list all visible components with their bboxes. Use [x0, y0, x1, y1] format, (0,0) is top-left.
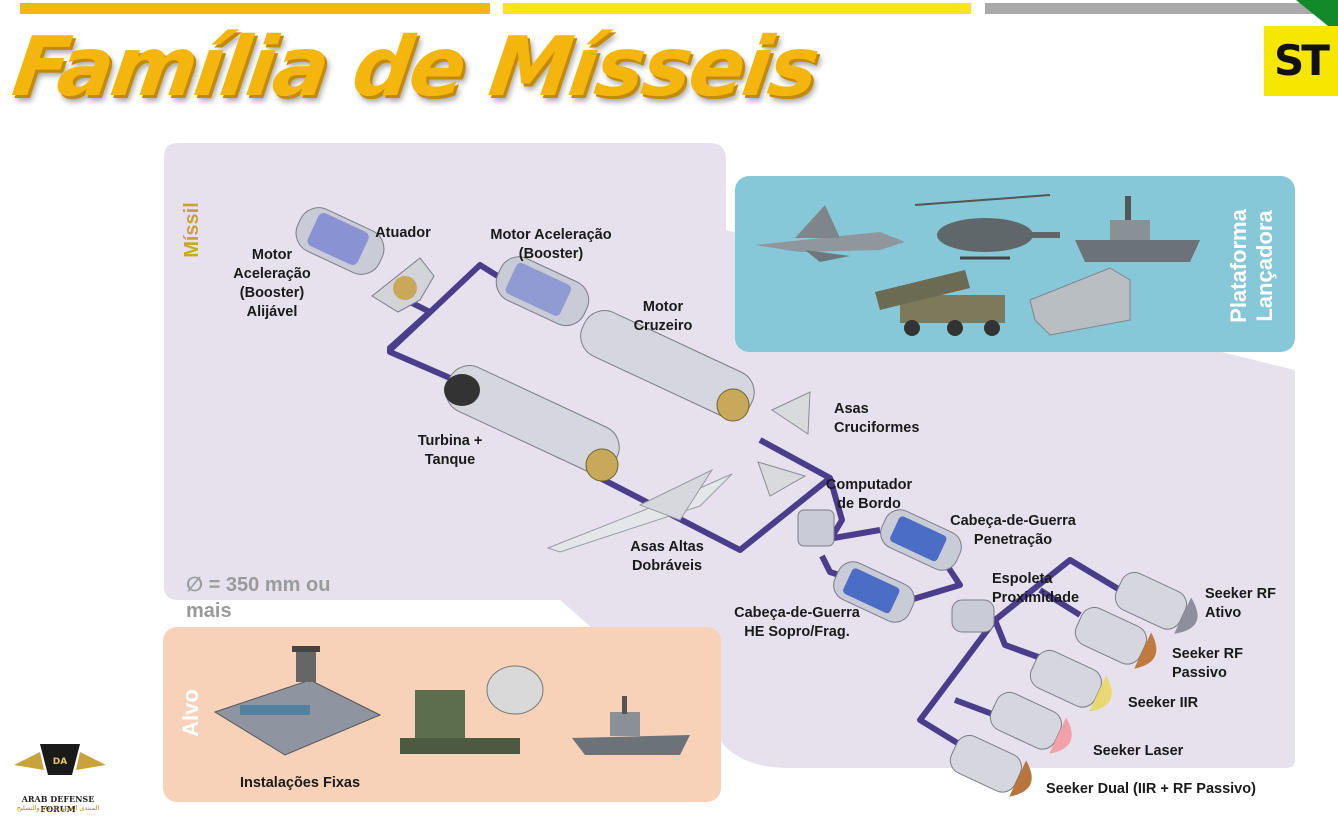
header-bar-orange [20, 3, 490, 14]
proximity-fuze-illustration [951, 599, 995, 633]
header-bar-yellow [503, 3, 971, 14]
booster-illustration [495, 256, 590, 327]
target-warship-icon [572, 696, 690, 755]
actuator-illustration [371, 257, 435, 313]
missile-launcher-pod-icon [1029, 267, 1131, 336]
radar-icon [400, 665, 544, 754]
label-booster: Motor Aceleração (Booster) [490, 227, 612, 262]
label-warhead-he: Cabeça-de-Guerra HE Sopro/Frag. [734, 605, 860, 640]
svg-text:DA: DA [53, 757, 67, 767]
cruciform-wings-illustration [757, 391, 811, 497]
label-seeker-dual: Seeker Dual (IIR + RF Passivo) [1046, 781, 1256, 797]
label-seeker-laser: Seeker Laser [1093, 743, 1184, 759]
missile-panel-label: Míssil [181, 202, 203, 258]
forum-name: ARAB DEFENSE FORUM [21, 794, 95, 814]
label-fixed-installations: Instalações Fixas [239, 775, 361, 791]
rocket-launcher-truck-icon [875, 270, 1005, 336]
label-seeker-iir: Seeker IIR [1128, 695, 1199, 711]
label-actuator: Atuador [375, 225, 431, 241]
forum-watermark: ARAB DEFENSE FORUM المنتدى العربي للدفاع… [6, 736, 110, 816]
booster-jettison-illustration [295, 207, 385, 275]
label-cruise-motor: Motor Cruzeiro [633, 299, 693, 334]
warhead-he-illustration [833, 561, 915, 623]
fixed-installations-icon [213, 646, 382, 756]
label-seeker-rf-passive: Seeker RF Passivo [1172, 646, 1243, 681]
folding-wings-illustration [546, 468, 733, 553]
cruise-motor-illustration [580, 310, 755, 422]
label-turbine-tank: Turbina + Tanque [417, 433, 483, 468]
forum-badge-icon: DA [14, 744, 106, 775]
onboard-computer-illustration [797, 509, 835, 547]
seeker-illustrations [949, 571, 1198, 797]
label-warhead-penetration: Cabeça-de-Guerra Penetração [950, 513, 1076, 548]
label-booster-jettison: Motor Aceleração (Booster) Alijável [233, 247, 311, 320]
platform-panel-label: Plataforma Lançadora [1226, 209, 1277, 323]
warhead-penetration-illustration [880, 509, 962, 571]
label-cruciform-wings: Asas Cruciformes [834, 401, 920, 436]
label-onboard-computer: Computador de Bordo [825, 477, 913, 512]
diameter-note: ∅ = 350 mm ou mais [186, 574, 331, 622]
company-logo: ST [1264, 26, 1338, 96]
fighter-jet-icon [755, 205, 905, 262]
label-seeker-rf-active: Seeker RF Ativo [1205, 586, 1276, 621]
target-panel-label: Alvo [178, 689, 203, 737]
header-bar-gray [985, 3, 1315, 14]
label-proximity-fuze: Espoleta Proximidade [992, 571, 1080, 606]
label-folding-wings: Asas Altas Dobráveis [630, 539, 704, 574]
forum-name-arabic: المنتدى العربي للدفاع والتسليح [16, 805, 100, 812]
warship-icon [1075, 196, 1200, 262]
turbine-tank-illustration [444, 365, 620, 482]
helicopter-icon [914, 194, 1060, 260]
platform-panel [735, 176, 1295, 352]
